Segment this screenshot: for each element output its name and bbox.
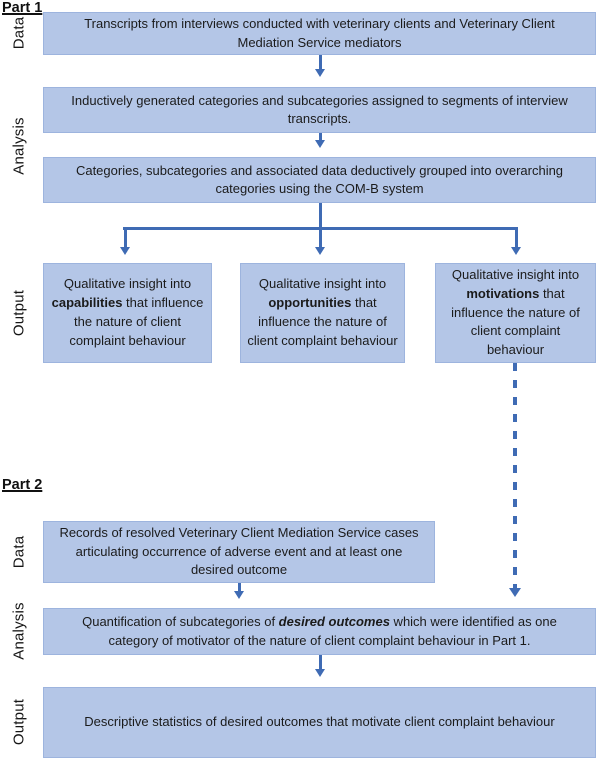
part2-data-box-text: Records of resolved Veterinary Client Me… bbox=[59, 525, 419, 578]
branch-arrow-right bbox=[510, 230, 522, 263]
arrow-stem bbox=[514, 230, 518, 247]
arrow-part2-data-to-analysis bbox=[233, 583, 245, 607]
output-text-suffix: that influence the nature of client comp… bbox=[451, 285, 580, 358]
arrow-head-icon bbox=[315, 69, 325, 85]
arrow-head-icon bbox=[511, 247, 521, 263]
row-label-part1-analysis: Analysis bbox=[10, 117, 28, 175]
output-box-opportunities-text: Qualitative insight into opportunities t… bbox=[246, 275, 399, 350]
dashed-arrow-stem bbox=[513, 363, 517, 588]
branch-arrow-left bbox=[119, 230, 131, 263]
part1-analysis-box-1: Inductively generated categories and sub… bbox=[43, 87, 596, 133]
part1-analysis-box-1-text: Inductively generated categories and sub… bbox=[71, 92, 568, 126]
output-box-motivations-text: Qualitative insight into motivations tha… bbox=[441, 266, 590, 360]
part2-output-box-text: Descriptive statistics of desired outcom… bbox=[84, 714, 555, 730]
arrow-head-icon bbox=[234, 591, 244, 607]
dashed-arrow-motivations-to-part2-analysis bbox=[509, 363, 521, 606]
arrow-stem bbox=[237, 583, 241, 591]
output-box-capabilities: Qualitative insight into capabilities th… bbox=[43, 263, 212, 363]
part2-analysis-box: Quantification of subcategories of desir… bbox=[43, 608, 596, 655]
arrow-stem bbox=[123, 230, 127, 247]
row-label-part2-analysis: Analysis bbox=[10, 602, 28, 660]
output-box-capabilities-text: Qualitative insight into capabilities th… bbox=[49, 275, 206, 350]
arrow-head-icon bbox=[315, 669, 325, 685]
part1-data-box: Transcripts from interviews conducted wi… bbox=[43, 12, 596, 55]
part1-data-box-text: Transcripts from interviews conducted wi… bbox=[84, 16, 555, 50]
analysis-text-keyword: desired outcomes bbox=[278, 614, 390, 630]
arrow-part1-analysis1-to-analysis2 bbox=[314, 133, 326, 156]
row-label-part2-data: Data bbox=[10, 535, 28, 569]
row-label-part1-output: Output bbox=[10, 289, 28, 337]
analysis-text-suffix: which were identified as one category of… bbox=[108, 614, 557, 648]
output-text-suffix: that influence the nature of client comp… bbox=[69, 295, 204, 348]
output-box-opportunities: Qualitative insight into opportunities t… bbox=[240, 263, 405, 363]
output-box-motivations: Qualitative insight into motivations tha… bbox=[435, 263, 596, 363]
row-label-part1-data: Data bbox=[10, 16, 28, 50]
arrow-part1-data-to-analysis bbox=[314, 55, 326, 85]
arrow-stem bbox=[318, 55, 322, 69]
part2-output-box: Descriptive statistics of desired outcom… bbox=[43, 687, 596, 758]
part2-label: Part 2 bbox=[2, 477, 43, 493]
arrow-head-icon bbox=[315, 247, 325, 263]
arrow-stem bbox=[318, 133, 322, 140]
part1-label: Part 1 bbox=[2, 0, 43, 16]
analysis-text-prefix: Quantification of subcategories of bbox=[82, 614, 279, 630]
arrow-head-icon bbox=[509, 588, 521, 606]
output-text-prefix: Qualitative insight into bbox=[63, 276, 192, 292]
output-text-prefix: Qualitative insight into bbox=[258, 276, 387, 292]
part2-data-box: Records of resolved Veterinary Client Me… bbox=[43, 521, 435, 583]
row-label-part2-output: Output bbox=[10, 698, 28, 746]
part1-analysis-box-2: Categories, subcategories and associated… bbox=[43, 157, 596, 203]
arrow-stem bbox=[318, 203, 322, 247]
part1-analysis-box-2-text: Categories, subcategories and associated… bbox=[75, 162, 564, 196]
output-text-keyword: opportunities bbox=[268, 295, 352, 311]
arrow-head-icon bbox=[120, 247, 130, 263]
output-text-prefix: Qualitative insight into bbox=[451, 266, 580, 282]
arrow-head-icon bbox=[315, 140, 325, 156]
output-text-keyword: motivations bbox=[466, 285, 540, 301]
part2-analysis-box-text: Quantification of subcategories of desir… bbox=[56, 613, 583, 650]
arrow-stem bbox=[318, 655, 322, 669]
branch-arrow-center bbox=[314, 203, 326, 263]
output-text-suffix: that influence the nature of client comp… bbox=[247, 295, 398, 348]
arrow-part2-analysis-to-output bbox=[314, 655, 326, 685]
output-text-keyword: capabilities bbox=[51, 295, 123, 311]
